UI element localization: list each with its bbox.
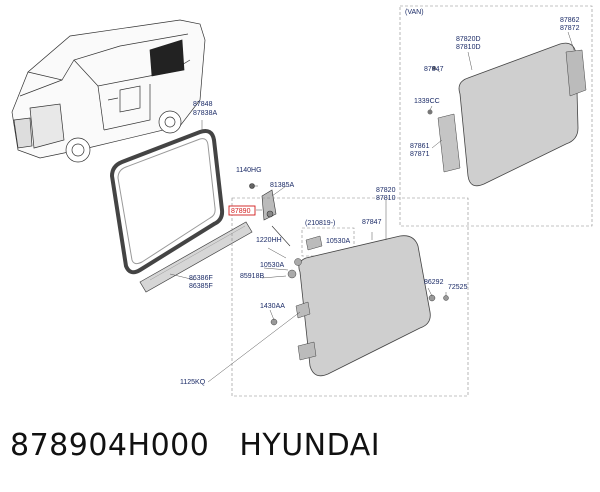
label-10530a: 10530A <box>260 262 284 269</box>
label-1430aa: 1430AA <box>260 303 285 310</box>
label-87861: 87861 <box>410 143 430 150</box>
label-86385f: 86385F <box>189 283 213 290</box>
label-87862: 87862 <box>560 17 580 24</box>
leader-lines <box>169 31 575 383</box>
label-87810: 87810 <box>376 195 396 202</box>
lower-trim-strip <box>139 221 253 293</box>
label-72525: 72525 <box>448 284 468 291</box>
parts-diagram: (VAN) <box>11 5 593 397</box>
van-variant-box: (VAN) <box>399 5 593 227</box>
label-87871: 87871 <box>410 151 430 158</box>
label-87847-van: 87847 <box>424 66 444 73</box>
label-1339cc: 1339CC <box>414 98 440 105</box>
label-1140hg: 1140HG <box>236 167 262 174</box>
label-210819: (210819-) <box>305 220 335 227</box>
label-86386f: 86386F <box>189 275 213 282</box>
label-87872: 87872 <box>560 25 580 32</box>
hinge-bracket <box>249 183 291 247</box>
label-87847: 87847 <box>362 219 382 226</box>
assembly-box <box>231 197 469 397</box>
part-caption: 878904H000 HYUNDAI <box>10 428 380 478</box>
vehicle-illustration <box>11 19 206 163</box>
highlight-box <box>228 205 256 216</box>
label-87820d: 87820D <box>456 36 481 43</box>
label-87838a: 87838A <box>193 110 217 117</box>
glass-seal-frame <box>109 129 225 275</box>
part-number: 878904H000 <box>10 428 210 463</box>
label-10530a-box: 10530A <box>326 238 350 245</box>
van-box-label: (VAN) <box>405 9 424 16</box>
label-81385a: 81385A <box>270 182 294 189</box>
label-85918b: 85918B <box>240 273 264 280</box>
quarter-glass <box>270 235 449 377</box>
van-quarter-glass <box>427 42 587 187</box>
label-1125kq: 1125KQ <box>180 379 206 386</box>
callout-labels: 87848 87838A 1140HG 81385A 87890 87820 8… <box>180 17 580 386</box>
label-87820: 87820 <box>376 187 396 194</box>
label-86292: 86292 <box>424 279 444 286</box>
brand-name: HYUNDAI <box>239 428 381 463</box>
label-1220hh: 1220HH <box>256 237 282 244</box>
label-87810d: 87810D <box>456 44 481 51</box>
label-87890: 87890 <box>231 208 251 215</box>
label-87848: 87848 <box>193 101 213 108</box>
